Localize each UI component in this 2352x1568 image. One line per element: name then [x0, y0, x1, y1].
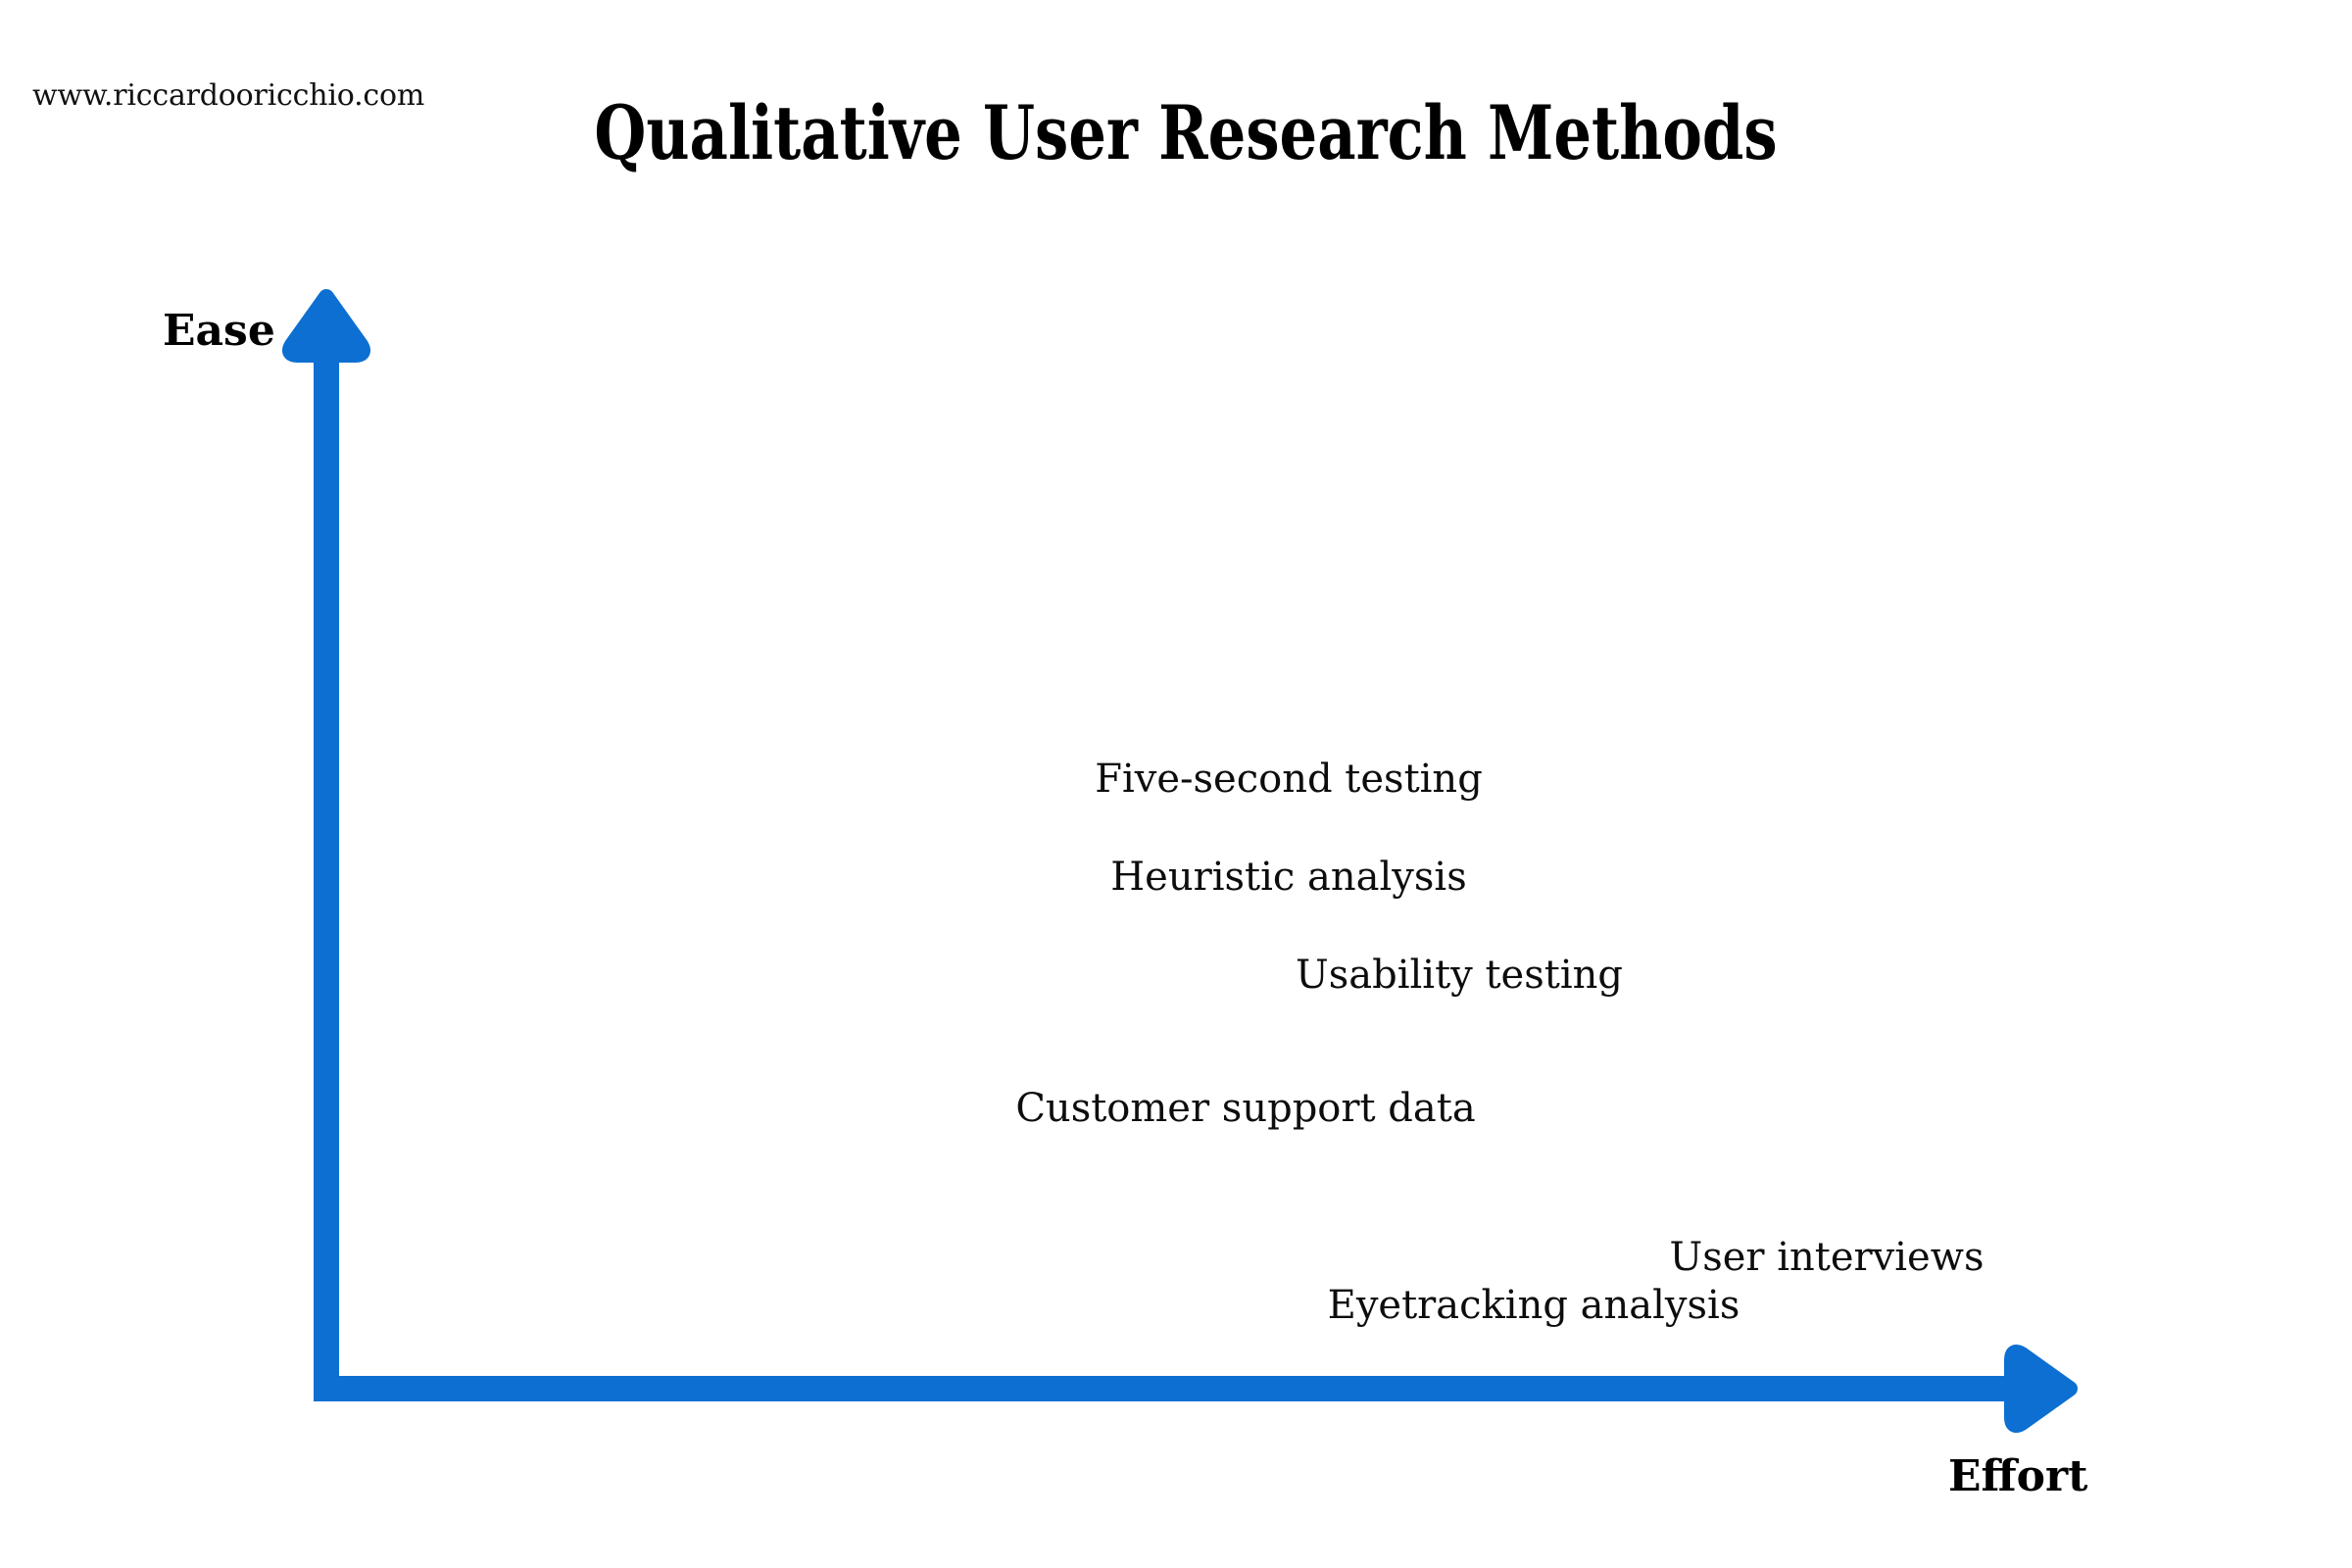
- y-axis-arrowhead: [282, 289, 370, 363]
- x-axis-line: [314, 1376, 2054, 1401]
- data-point-label: Heuristic analysis: [1110, 855, 1467, 900]
- data-point-label: Eyetracking analysis: [1327, 1283, 1740, 1328]
- data-point-label: Five-second testing: [1095, 757, 1483, 802]
- data-point-label: Customer support data: [1015, 1086, 1476, 1131]
- x-axis-arrowhead: [2004, 1345, 2078, 1433]
- site-watermark: www.riccardooricchio.com: [32, 78, 425, 113]
- y-axis-line: [314, 345, 339, 1401]
- data-point-label: User interviews: [1669, 1235, 1984, 1280]
- page-title: Qualitative User Research Methods: [594, 89, 1778, 176]
- y-axis-label: Ease: [163, 306, 275, 356]
- x-axis-label: Effort: [1948, 1451, 2088, 1501]
- data-point-label: Usability testing: [1296, 953, 1623, 998]
